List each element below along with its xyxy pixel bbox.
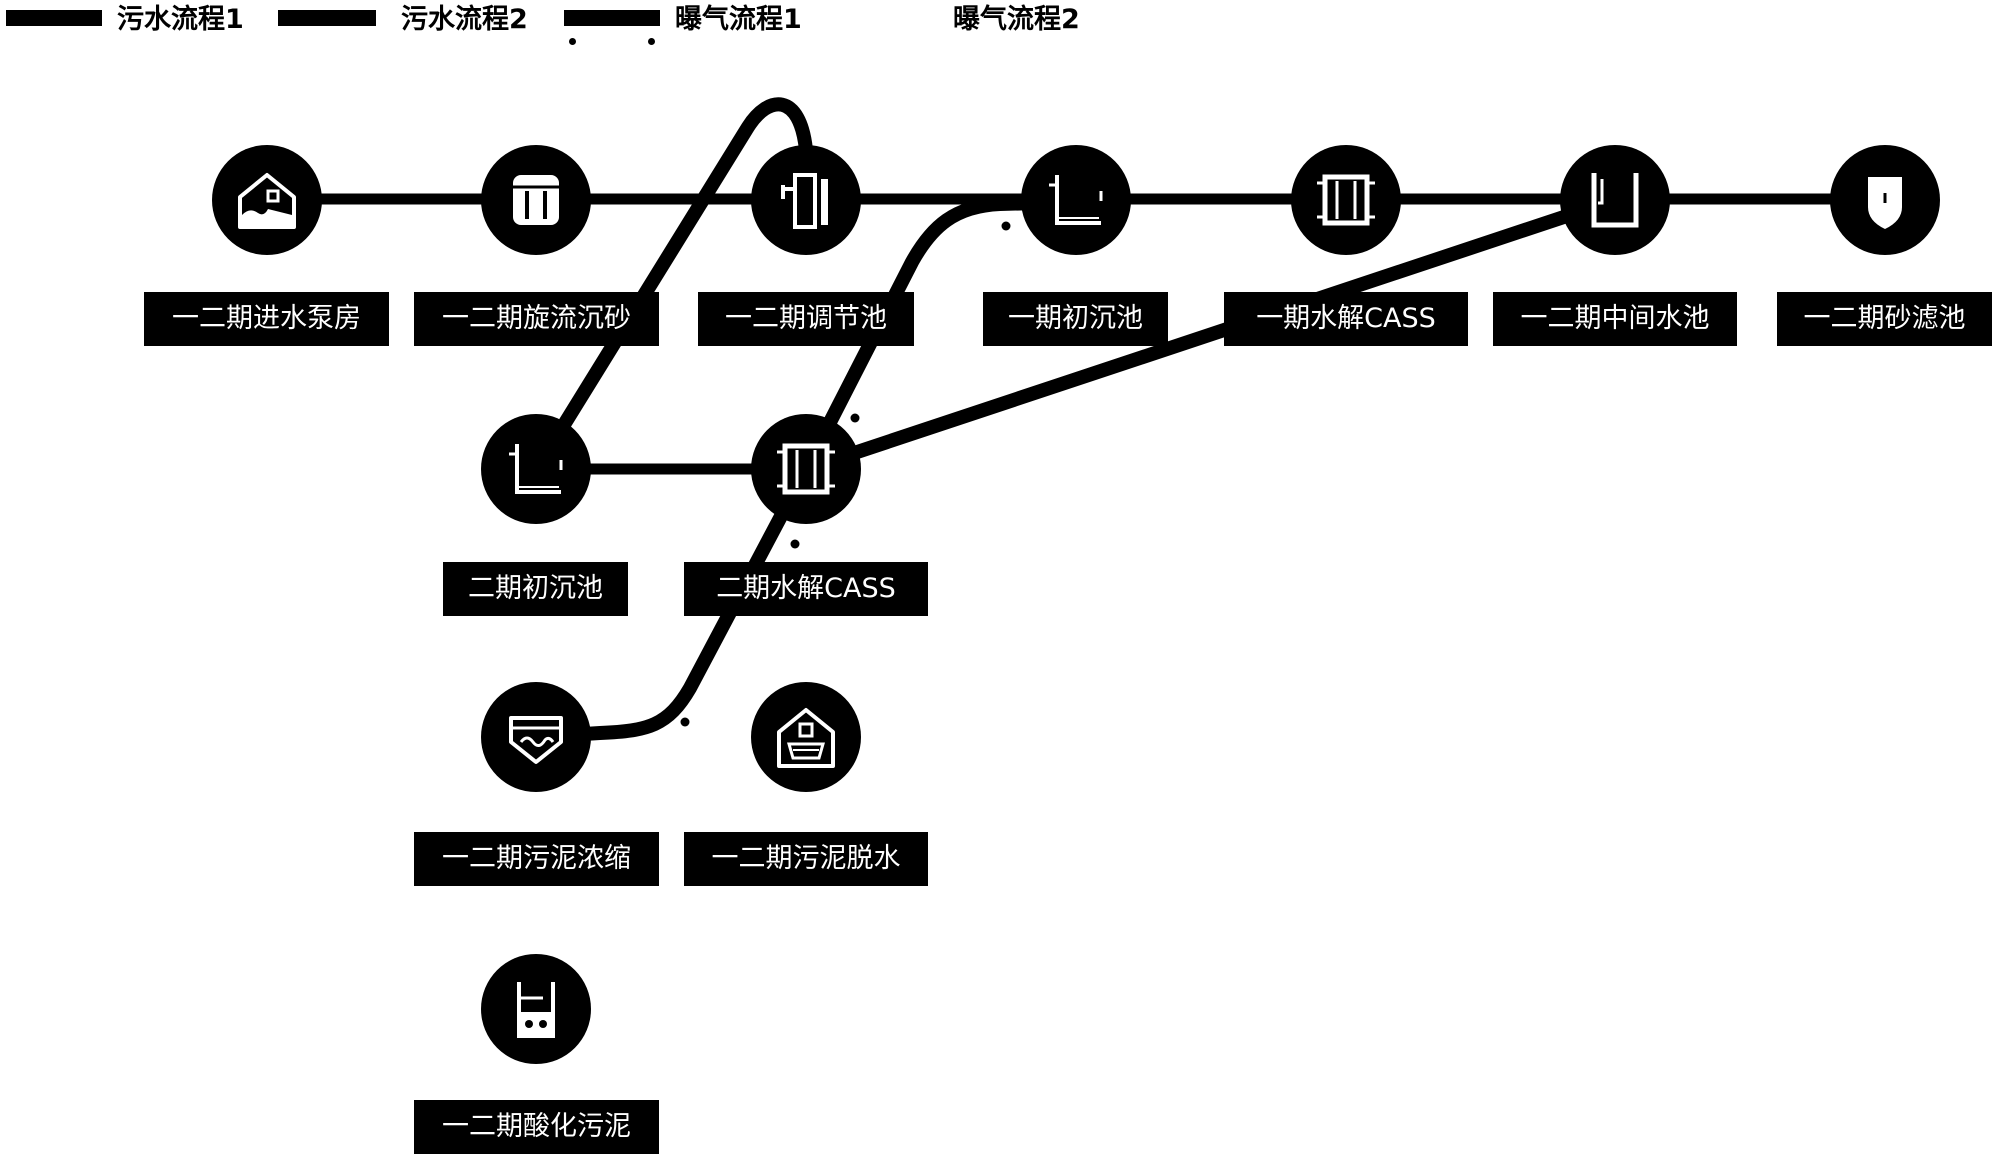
regulating-tank-icon: [781, 173, 828, 229]
node-sand-filter[interactable]: [1830, 145, 1940, 255]
label-grit-chamber: 一二期旋流沉砂: [414, 292, 659, 346]
node-phase2-hydrolysis-cass[interactable]: [751, 414, 861, 524]
node-phase2-primary-clarifier[interactable]: [481, 414, 591, 524]
legend-label: 污水流程2: [401, 4, 528, 35]
label-sand-filter: 一二期砂滤池: [1777, 292, 1992, 346]
legend-dot-marker: [648, 38, 655, 45]
node-intermediate-pool[interactable]: [1560, 145, 1670, 255]
aeration-point-dot: [680, 717, 690, 727]
label-acidified-sludge: 一二期酸化污泥: [414, 1100, 659, 1154]
label-phase1-hydrolysis-cass: 一期水解CASS: [1224, 292, 1468, 346]
cass-tank-icon: [1317, 174, 1375, 226]
node-sludge-dewatering[interactable]: [751, 682, 861, 792]
cass-tank-icon: [777, 443, 835, 495]
node-regulating-tank[interactable]: [751, 145, 861, 255]
label-phase1-primary-clarifier: 一期初沉池: [983, 292, 1168, 346]
legend-label: 污水流程1: [117, 4, 244, 35]
acidified-sludge-icon: [517, 982, 555, 1038]
label-inlet-pump-house: 一二期进水泵房: [144, 292, 389, 346]
aeration-point-dot: [790, 539, 800, 549]
sedimentation-tank-icon: [1049, 175, 1103, 225]
legend-line-marker: [278, 10, 376, 26]
legend-item-aeration-flow-2[interactable]: 曝气流程2: [953, 2, 1093, 46]
legend-label: 曝气流程2: [953, 4, 1080, 35]
aeration-point-dot: [850, 413, 860, 423]
grit-chamber-icon: [513, 175, 559, 225]
node-grit-chamber[interactable]: [481, 145, 591, 255]
pump-house-icon: [238, 173, 296, 229]
legend-item-sewage-flow-1[interactable]: 污水流程1: [6, 2, 258, 46]
flow-line-phase2-cass-to-intermediate-pool: [799, 193, 1622, 476]
node-inlet-pump-house[interactable]: [212, 145, 322, 255]
sludge-thickening-icon: [509, 716, 563, 764]
legend-line-marker: [6, 10, 102, 26]
sand-filter-icon: [1868, 177, 1902, 229]
node-sludge-thickening[interactable]: [481, 682, 591, 792]
label-regulating-tank: 一二期调节池: [698, 292, 914, 346]
label-sludge-dewatering: 一二期污泥脱水: [684, 832, 928, 886]
legend-item-sewage-flow-2[interactable]: 污水流程2: [278, 2, 542, 46]
legend-label: 曝气流程1: [675, 4, 802, 35]
legend-line-marker: [564, 10, 660, 26]
aeration-point-dot: [1001, 221, 1011, 231]
intermediate-pool-icon: [1591, 173, 1639, 228]
node-acidified-sludge[interactable]: [481, 954, 591, 1064]
node-phase1-hydrolysis-cass[interactable]: [1291, 145, 1401, 255]
label-sludge-thickening: 一二期污泥浓缩: [414, 832, 659, 886]
legend-item-aeration-flow-1[interactable]: 曝气流程1: [564, 2, 816, 46]
legend-dot-marker: [569, 38, 576, 45]
label-intermediate-pool: 一二期中间水池: [1493, 292, 1737, 346]
label-phase2-primary-clarifier: 二期初沉池: [443, 562, 628, 616]
label-phase2-hydrolysis-cass: 二期水解CASS: [684, 562, 928, 616]
flow-line-phase2-clarifier-to-regulating-tank: [529, 97, 813, 477]
sedimentation-tank-icon: [509, 444, 563, 494]
node-phase1-primary-clarifier[interactable]: [1021, 145, 1131, 255]
sludge-dewatering-icon: [777, 708, 835, 768]
